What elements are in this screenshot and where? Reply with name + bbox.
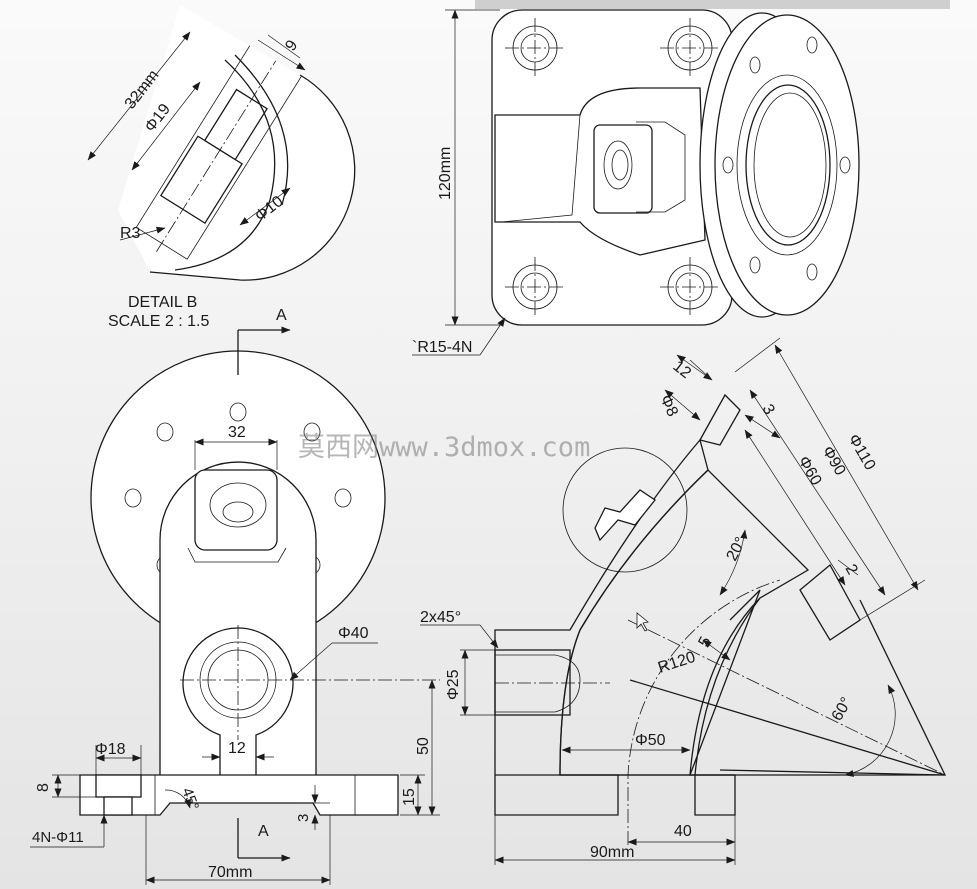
dim-base-width: 70mm <box>208 864 252 881</box>
dim-angle-large: 60° <box>829 695 856 724</box>
dim-flange-thk: 12 <box>670 358 695 382</box>
dim-pipe-dia: Φ50 <box>635 732 666 749</box>
dim-center-height: 50 <box>415 737 432 755</box>
dim-bore: Φ40 <box>338 625 369 642</box>
dim-wall: 5 <box>696 634 715 650</box>
detail-dim-depth: 9 <box>282 37 301 54</box>
section-mark-top: A <box>276 307 287 324</box>
detail-scale: SCALE 2 : 1.5 <box>108 313 209 330</box>
front-view: A A 32 Φ40 12 50 15 Φ18 8 4N-Φ11 45° <box>30 307 440 885</box>
dim-flange-hole: Φ8 <box>656 393 681 420</box>
dim-counterbore-dia: Φ18 <box>95 741 126 758</box>
top-view-bolt-holes <box>505 18 720 317</box>
dim-gap: 3 <box>759 402 778 418</box>
dim-slot: 12 <box>228 740 246 757</box>
dim-angle-small: 20° <box>724 535 750 564</box>
dim-recess: 3 <box>295 814 312 822</box>
top-view-flange <box>699 12 860 318</box>
detail-dim-r3: R3 <box>120 225 141 242</box>
dim-step: 2 <box>842 562 861 578</box>
dim-base-height: 15 <box>401 788 418 806</box>
dim-offset: 40 <box>674 823 692 840</box>
dim-d110: Φ110 <box>845 432 879 474</box>
dim-boss-width: 32 <box>228 424 246 441</box>
dim-d90: Φ90 <box>819 444 849 479</box>
top-dim-height: 120mm <box>437 147 454 200</box>
dim-total-width: 90mm <box>590 844 634 861</box>
dim-radius: R120 <box>656 649 698 677</box>
top-view: 120mm `R15-4N <box>412 0 950 356</box>
dim-chamfer: 2x45° <box>420 609 461 626</box>
section-mark-bottom: A <box>258 823 269 840</box>
window-edge-bar <box>475 0 950 9</box>
dim-chamfer-angle: 45° <box>178 786 202 813</box>
dim-holes: 4N-Φ11 <box>32 829 84 846</box>
section-view: 2x45° Φ25 12 Φ8 3 Φ110 Φ90 Φ60 20° 2 5 R… <box>420 337 947 865</box>
top-note-fillet: `R15-4N <box>412 339 472 356</box>
dim-d60: Φ60 <box>795 454 825 489</box>
detail-title: DETAIL B <box>128 294 197 311</box>
detail-b-view: 32mm Φ19 Φ10 9 R3 DETAIL B SCALE 2 : 1.5 <box>87 5 356 330</box>
dim-inlet-dia: Φ25 <box>445 669 462 700</box>
watermark: 莫西网www.3dmox.com <box>298 432 590 463</box>
dim-counterbore-depth: 8 <box>35 783 52 792</box>
mouse-cursor-icon <box>636 612 649 632</box>
